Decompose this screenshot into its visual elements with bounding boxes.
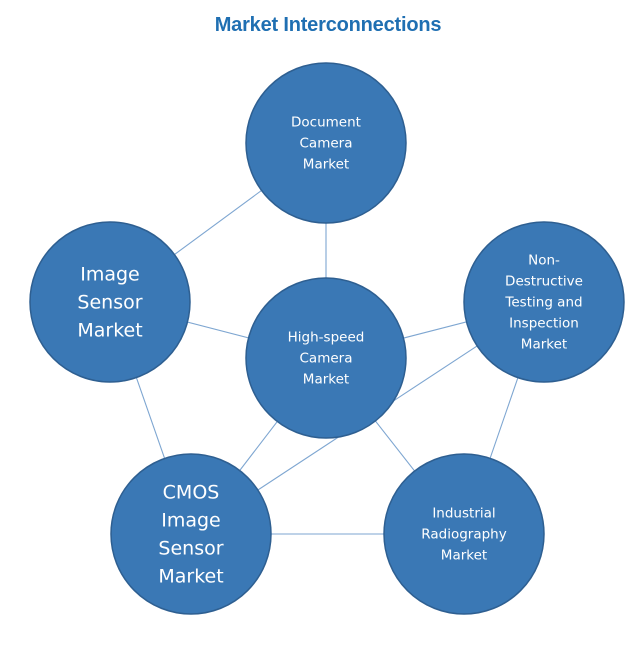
node-circle [29,221,191,383]
node-label-line: Testing and [504,295,582,311]
node-circle [245,277,407,439]
node-label-line: Inspection [509,316,579,332]
node-label-line: Industrial [432,506,495,522]
node-label-line: High-speed [288,330,365,346]
node-label-line: Market [158,566,223,588]
node-label-line: CMOS [163,482,220,504]
node-label-line: Sensor [77,292,142,314]
node-label-line: Market [77,320,142,342]
node-label-line: Radiography [421,527,506,543]
node-label-line: Destructive [505,274,583,290]
node-circle [383,453,545,615]
node-label-line: Document [291,115,361,131]
node-label-line: Market [303,372,349,388]
node-circle [245,62,407,224]
node-label-line: Market [521,337,567,353]
node-label-line: Market [441,548,487,564]
node-label-line: Market [303,157,349,173]
node-label-line: Non- [528,253,560,269]
node-label-line: Sensor [158,538,223,560]
node-label-line: Image [161,510,221,532]
node-circle [463,221,625,383]
node-label-line: Image [80,264,140,286]
diagram-title: Market Interconnections [214,14,442,36]
node-circle [110,453,272,615]
node-label-line: Camera [300,351,353,367]
node-label-line: Camera [300,136,353,152]
